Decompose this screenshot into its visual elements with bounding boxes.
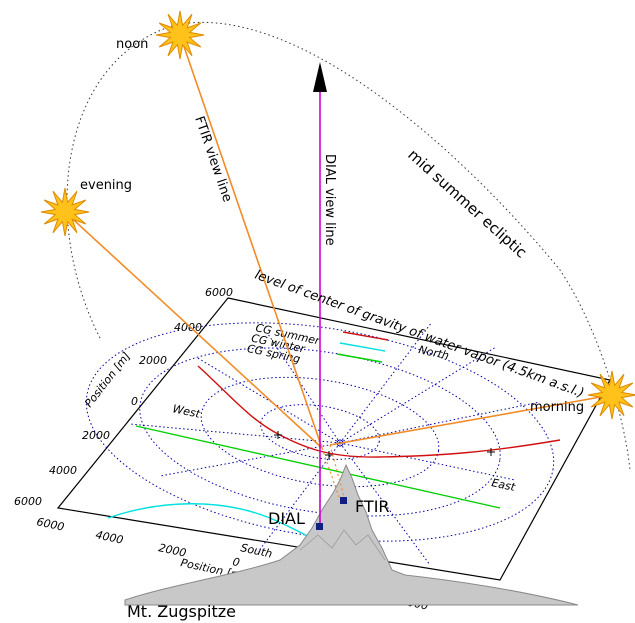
label-ftir: FTIR xyxy=(355,497,390,516)
ftir-view-line-noon xyxy=(179,34,323,449)
bottom-axis-tick: 2000 xyxy=(157,541,187,560)
direction-south: South xyxy=(239,541,273,560)
dial-arrow-icon xyxy=(313,62,327,92)
left-axis-tick: 6000 xyxy=(205,286,233,299)
sun-morning-icon xyxy=(587,370,635,420)
bottom-axis-tick: 6000 xyxy=(35,515,65,534)
cg-spring-line xyxy=(135,425,501,509)
cg-summer-markers xyxy=(274,431,495,459)
sun-evening-icon xyxy=(40,187,90,237)
dial-marker xyxy=(316,523,323,530)
label-mountain: Mt. Zugspitze xyxy=(127,602,236,621)
left-axis-tick: 0 xyxy=(131,395,138,408)
ground-plane xyxy=(56,297,611,581)
legend-swatch-summer xyxy=(342,331,389,341)
label-dial-view: DIAL view line xyxy=(322,154,337,246)
legend-swatch-winter xyxy=(339,342,386,352)
ftir-view-line-evening xyxy=(64,211,323,449)
label-evening: evening xyxy=(80,178,132,193)
label-ecliptic: mid summer ecliptic xyxy=(404,146,530,262)
direction-west: West xyxy=(171,402,201,421)
bottom-axis-tick: 4000 xyxy=(94,528,124,547)
ftir-marker xyxy=(340,497,347,504)
left-axis-tick: 4000 xyxy=(174,321,202,334)
mountain-silhouette xyxy=(124,463,579,606)
label-ftir-view: FTIR view line xyxy=(191,114,234,204)
label-noon: noon xyxy=(116,37,148,52)
direction-east: East xyxy=(490,476,517,494)
left-axis-title: Position [m] xyxy=(82,350,133,410)
legend-swatch-spring xyxy=(336,353,383,363)
left-axis-tick: 4000 xyxy=(49,464,77,477)
cg-summer-curve xyxy=(197,365,561,458)
ftir-view-line-morning xyxy=(329,394,613,446)
ecliptic-path xyxy=(66,22,631,471)
label-dial: DIAL xyxy=(268,509,305,528)
left-axis-tick: 6000 xyxy=(14,495,42,508)
label-morning: morning xyxy=(530,400,584,415)
left-axis: 6000 4000 2000 0 2000 4000 6000 Position… xyxy=(14,286,233,508)
ftir-view-dotted-down xyxy=(321,447,341,501)
left-axis-tick: 2000 xyxy=(82,429,110,442)
direction-north: North xyxy=(417,343,450,362)
left-axis-tick: 2000 xyxy=(139,354,167,367)
mountain-ridge xyxy=(299,529,386,561)
bottom-axis-tick: 0 xyxy=(231,555,241,569)
sun-noon-icon xyxy=(155,10,205,60)
